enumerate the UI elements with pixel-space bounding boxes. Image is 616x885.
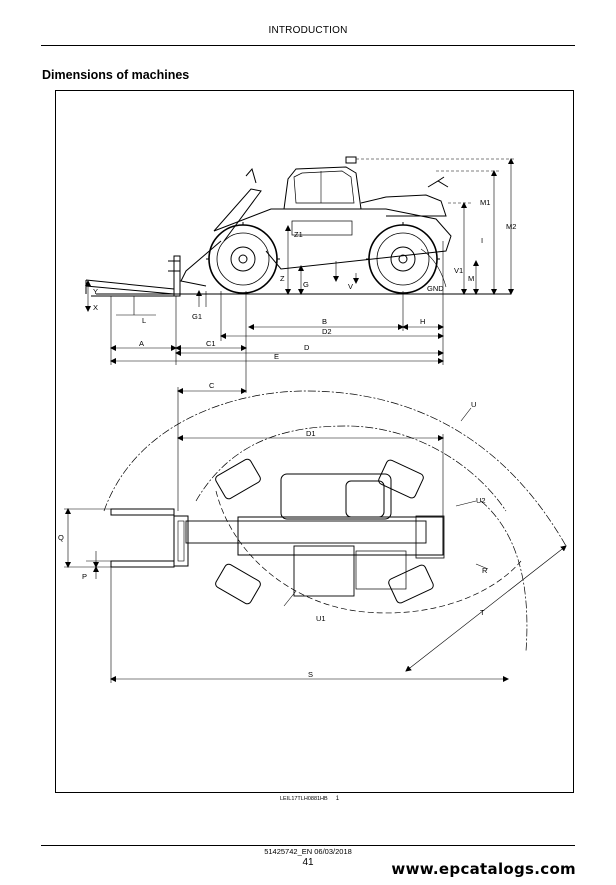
figure-code: LEIL17TLH0881HB bbox=[280, 796, 328, 802]
label-M2: M2 bbox=[506, 222, 516, 231]
figure-number: 1 bbox=[335, 796, 340, 802]
label-G1: G1 bbox=[192, 312, 202, 321]
label-Z1: Z1 bbox=[294, 230, 303, 239]
label-D2: D2 bbox=[322, 327, 332, 336]
figure-frame: Y X L G1 G Z Z1 V V1 GND I M M1 M2 B H D… bbox=[55, 90, 574, 793]
label-M1: M1 bbox=[480, 198, 490, 207]
label-GND: GND bbox=[427, 284, 444, 293]
figure-reference: LEIL17TLH0881HB 1 bbox=[280, 796, 339, 802]
label-X: X bbox=[93, 303, 98, 312]
label-U1: U1 bbox=[316, 614, 326, 623]
label-S: S bbox=[308, 670, 313, 679]
label-Z: Z bbox=[280, 274, 285, 283]
dimension-drawing: Y X L G1 G Z Z1 V V1 GND I M M1 M2 B H D… bbox=[58, 156, 567, 683]
label-U: U bbox=[471, 400, 476, 409]
label-U2: U2 bbox=[476, 496, 486, 505]
page-number: 41 bbox=[302, 857, 314, 868]
top-view-labels: C D1 U U2 U1 R T S Q P bbox=[58, 381, 488, 679]
side-view-labels: Y X L G1 G Z Z1 V V1 GND I M M1 M2 B H D… bbox=[93, 198, 516, 361]
label-M: M bbox=[468, 274, 474, 283]
label-A: A bbox=[139, 339, 144, 348]
label-L: L bbox=[142, 316, 146, 325]
watermark-url[interactable]: www.epcatalogs.com bbox=[391, 860, 576, 878]
side-view-dimensions bbox=[85, 158, 516, 393]
label-D: D bbox=[304, 343, 310, 352]
label-Q: Q bbox=[58, 533, 64, 542]
top-view-dimensions bbox=[64, 387, 567, 683]
top-view-machine bbox=[110, 458, 445, 605]
label-H: H bbox=[420, 317, 425, 326]
page-title: Dimensions of machines bbox=[42, 68, 190, 82]
label-D1: D1 bbox=[306, 429, 316, 438]
label-C1: C1 bbox=[206, 339, 216, 348]
side-view-machine bbox=[85, 156, 511, 297]
section-header: INTRODUCTION bbox=[268, 25, 348, 36]
footer-rule bbox=[41, 845, 575, 846]
label-I: I bbox=[481, 236, 483, 245]
label-V: V bbox=[348, 282, 353, 291]
label-C: C bbox=[209, 381, 215, 390]
label-V1: V1 bbox=[454, 266, 463, 275]
label-G: G bbox=[303, 280, 309, 289]
label-T: T bbox=[480, 608, 485, 617]
doc-number: 51425742_EN 06/03/2018 bbox=[264, 847, 352, 856]
label-Y: Y bbox=[93, 287, 98, 296]
header-rule bbox=[41, 45, 575, 46]
label-R: R bbox=[482, 566, 488, 575]
label-E: E bbox=[274, 352, 279, 361]
label-P: P bbox=[82, 572, 87, 581]
label-B: B bbox=[322, 317, 327, 326]
